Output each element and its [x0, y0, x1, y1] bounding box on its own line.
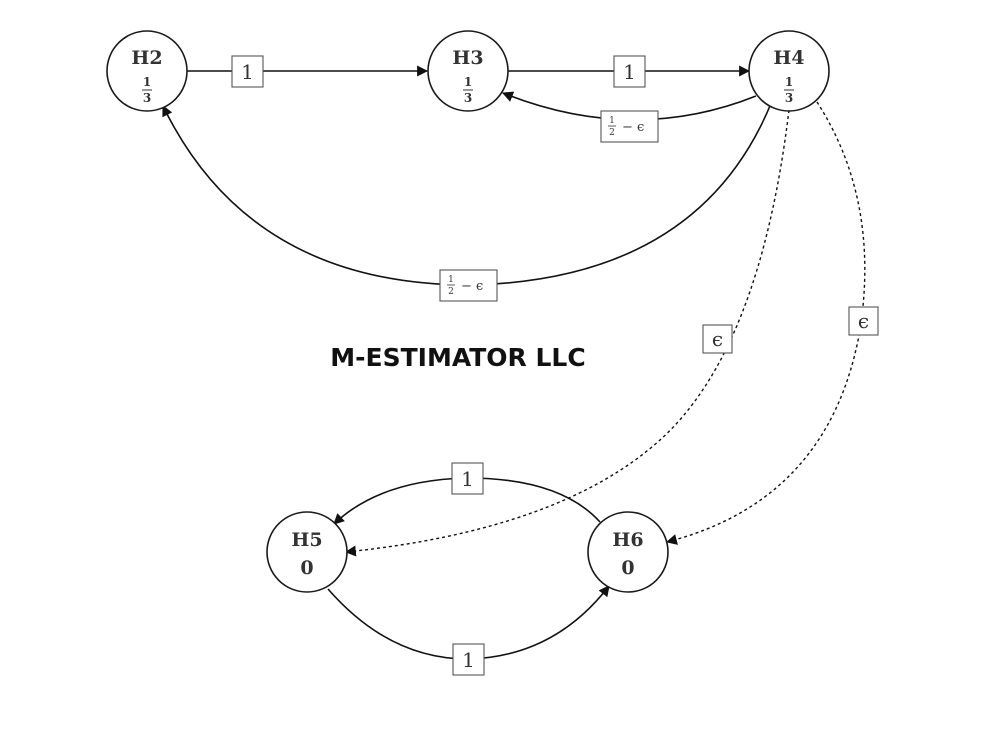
- edge-h4-h6: [665, 101, 866, 545]
- svg-text:3: 3: [464, 91, 472, 105]
- edge-label-h2-h3: 1: [231, 55, 264, 88]
- edge-weight-h4-h5: ϵ: [712, 327, 723, 351]
- edge-label-h4-h6: ϵ: [848, 306, 879, 336]
- node-h5: H5 0: [266, 511, 348, 593]
- svg-text:1: 1: [785, 75, 793, 89]
- node-h4: H4 1 3: [748, 30, 830, 112]
- node-h2: H2 1 3: [106, 30, 188, 112]
- node-h6-name: H6: [612, 529, 643, 551]
- node-h3-name: H3: [452, 47, 483, 69]
- node-h4-name: H4: [773, 47, 804, 69]
- node-h3: H3 1 3: [427, 30, 509, 112]
- node-h6: H6 0: [587, 511, 669, 593]
- edge-h4-h5: [344, 109, 790, 557]
- svg-text:3: 3: [785, 91, 793, 105]
- svg-text:1: 1: [464, 75, 472, 89]
- svg-text:3: 3: [143, 91, 151, 105]
- edge-weight-h4-h6: ϵ: [858, 309, 869, 333]
- edge-weight-h6-h5: 1: [461, 467, 474, 491]
- svg-text:2: 2: [609, 128, 615, 138]
- svg-text:1: 1: [448, 275, 454, 285]
- node-h6-value: 0: [621, 557, 634, 579]
- edge-label-h4-h5: ϵ: [702, 324, 733, 354]
- edge-label-h6-h5: 1: [451, 462, 484, 495]
- svg-text:2: 2: [448, 287, 454, 297]
- edge-weight-h3-h4: 1: [623, 60, 636, 84]
- svg-text:1: 1: [609, 116, 615, 126]
- edge-h4-h2: [162, 100, 773, 286]
- node-h5-value: 0: [300, 557, 313, 579]
- node-h5-name: H5: [291, 529, 322, 551]
- svg-text:1: 1: [143, 75, 151, 89]
- node-h2-name: H2: [131, 47, 162, 69]
- watermark-text: M-ESTIMATOR LLC: [330, 343, 585, 372]
- svg-text:− ϵ: − ϵ: [622, 120, 644, 135]
- edge-label-h5-h6: 1: [452, 643, 485, 676]
- edge-weight-h2-h3: 1: [241, 60, 254, 84]
- edge-weight-h5-h6: 1: [462, 648, 475, 672]
- edge-label-h4-h2: 1 2 − ϵ: [439, 269, 498, 302]
- svg-text:− ϵ: − ϵ: [461, 279, 483, 294]
- edge-label-h4-h3: 1 2 − ϵ: [600, 110, 659, 143]
- edge-label-h3-h4: 1: [613, 55, 646, 88]
